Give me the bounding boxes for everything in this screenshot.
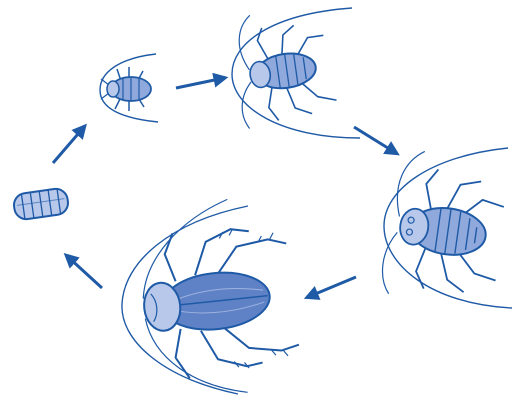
arrow-egg-to-nymph-small bbox=[53, 127, 84, 163]
nymph-large bbox=[379, 148, 512, 308]
adult bbox=[122, 194, 303, 396]
nymph-medium bbox=[229, 5, 360, 138]
arrow-nymph-medium-to-nymph-large bbox=[354, 127, 396, 153]
nymph-small bbox=[100, 54, 158, 122]
arrow-nymph-large-to-adult bbox=[308, 277, 356, 297]
arrow-adult-to-egg bbox=[67, 256, 102, 288]
egg-case bbox=[12, 187, 69, 220]
arrow-nymph-small-to-nymph-medium bbox=[176, 78, 224, 88]
